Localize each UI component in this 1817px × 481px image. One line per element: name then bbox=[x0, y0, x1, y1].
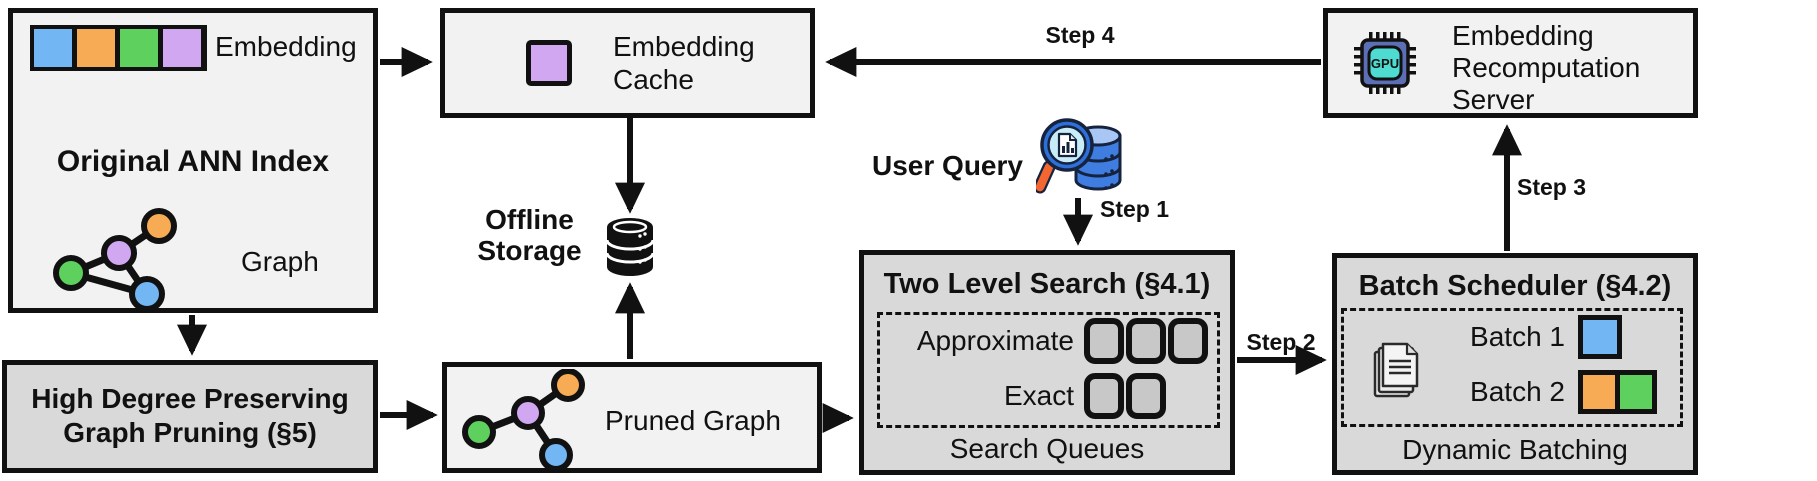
graph-icon bbox=[53, 208, 177, 312]
user-query-label: User Query bbox=[872, 150, 1023, 181]
recomputation-server-box: GPU Embedding Recomputation Server bbox=[1323, 8, 1698, 118]
pruned-graph-box: Pruned Graph bbox=[442, 362, 822, 473]
database-icon bbox=[605, 218, 655, 276]
queue-slot bbox=[1126, 318, 1166, 364]
embedding-cell-blue bbox=[34, 29, 72, 67]
two-level-search-title: Two Level Search (§4.1) bbox=[883, 268, 1211, 300]
batch2-chip-orange bbox=[1578, 370, 1620, 414]
embedding-cache-label: Embedding Cache bbox=[613, 31, 755, 95]
queue-slot bbox=[1084, 318, 1124, 364]
dynamic-batching-dashed-box bbox=[1341, 308, 1683, 427]
offline-storage-label: Offline Storage bbox=[477, 204, 582, 266]
step1-label: Step 1 bbox=[1100, 196, 1170, 222]
batch1-label: Batch 1 bbox=[1470, 321, 1565, 352]
recomputation-server-label: Embedding Recomputation Server bbox=[1452, 20, 1641, 115]
batch-scheduler-box: Batch Scheduler (§4.2) Batch 1 Batch 2 D… bbox=[1332, 253, 1698, 475]
original-ann-index-title: Original ANN Index bbox=[56, 145, 330, 178]
embedding-cell-purple bbox=[163, 29, 201, 67]
query-search-icon bbox=[1036, 118, 1122, 194]
batch2-label: Batch 2 bbox=[1470, 376, 1565, 407]
approximate-queue-slots bbox=[1084, 318, 1208, 364]
step3-label: Step 3 bbox=[1517, 174, 1587, 200]
graph-pruning-box: High Degree Preserving Graph Pruning (§5… bbox=[2, 360, 378, 473]
exact-queue-row: Exact bbox=[884, 373, 1214, 419]
queue-slot bbox=[1168, 318, 1208, 364]
step4-label: Step 4 bbox=[1045, 22, 1115, 48]
graph-label: Graph bbox=[241, 246, 319, 277]
exact-label: Exact bbox=[1003, 380, 1074, 411]
embedding-vector-icon bbox=[30, 25, 207, 71]
batch1-row: Batch 1 bbox=[1447, 315, 1677, 359]
search-queues-label: Search Queues bbox=[949, 433, 1145, 464]
embedding-cache-box: Embedding Cache bbox=[440, 8, 815, 118]
graph-pruning-title: High Degree Preserving Graph Pruning (§5… bbox=[31, 383, 349, 448]
pruned-graph-icon bbox=[462, 369, 585, 471]
embedding-cell-orange bbox=[77, 29, 115, 67]
gpu-icon: GPU bbox=[1354, 32, 1416, 94]
svg-text:GPU: GPU bbox=[1371, 56, 1399, 71]
dynamic-batching-label: Dynamic Batching bbox=[1402, 434, 1628, 465]
original-ann-index-box: Embedding Original ANN Index Graph bbox=[8, 8, 378, 313]
embedding-label: Embedding bbox=[215, 31, 357, 62]
embedding-cell-green bbox=[120, 29, 158, 67]
approximate-queue-row: Approximate bbox=[884, 318, 1214, 364]
cached-embedding-chip bbox=[526, 40, 572, 86]
exact-queue-slots bbox=[1084, 373, 1166, 419]
queue-slot bbox=[1126, 373, 1166, 419]
batch-scheduler-title: Batch Scheduler (§4.2) bbox=[1358, 270, 1672, 302]
approximate-label: Approximate bbox=[916, 325, 1074, 356]
pruned-graph-label: Pruned Graph bbox=[605, 405, 781, 436]
batch2-chip-green bbox=[1615, 370, 1657, 414]
documents-icon bbox=[1373, 342, 1419, 398]
step2-label: Step 2 bbox=[1246, 329, 1316, 355]
search-queues-dashed-box bbox=[877, 312, 1220, 428]
two-level-search-box: Two Level Search (§4.1) Approximate Exac… bbox=[859, 250, 1235, 475]
batch2-row: Batch 2 bbox=[1447, 370, 1677, 414]
queue-slot bbox=[1084, 373, 1124, 419]
batch1-chip-blue bbox=[1578, 315, 1622, 359]
